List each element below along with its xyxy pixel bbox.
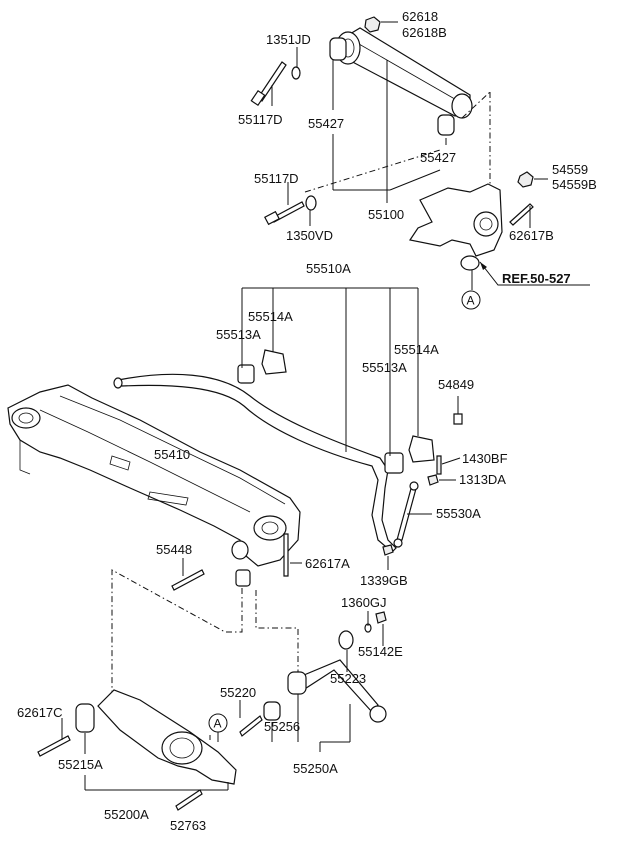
trailing-arm-assembly [250, 16, 473, 226]
stabilizer-bar[interactable] [116, 373, 397, 553]
label-62618B: 62618B [402, 25, 447, 40]
washer-icon[interactable] [338, 630, 354, 650]
bolt-icon[interactable] [453, 413, 463, 425]
nut-icon[interactable] [382, 544, 394, 556]
label-55513A: 55513A [216, 327, 261, 342]
label-55530A: 55530A [436, 506, 481, 521]
knuckle-assembly [409, 171, 590, 290]
label-62617A: 62617A [305, 556, 350, 571]
leader-lines-top [271, 21, 491, 226]
leader-lines-lower [61, 611, 384, 791]
label-55117D: 55117D [238, 112, 283, 127]
label-55510A: 55510A [306, 261, 351, 276]
label-55223: 55223 [330, 671, 366, 686]
bushing-icon[interactable] [75, 703, 95, 733]
bolt-icon[interactable] [264, 201, 305, 226]
bolt-icon[interactable] [171, 569, 205, 591]
pin-icon[interactable] [436, 455, 442, 475]
callout-a-top: A [461, 290, 481, 310]
label-55256: 55256 [264, 719, 300, 734]
label-55220: 55220 [220, 685, 256, 700]
bushing-icon[interactable] [384, 452, 404, 474]
bracket-icon[interactable] [408, 435, 435, 463]
callout-a-bottom-text: A [214, 717, 222, 731]
label-1339GB: 1339GB [360, 573, 408, 588]
bushing-icon[interactable] [437, 114, 455, 136]
nut-icon[interactable] [427, 474, 439, 486]
part-labels: 62618 62618B 1351JD 55117D 55427 55427 5… [17, 9, 597, 833]
reference-label[interactable]: REF.50-527 [502, 271, 571, 286]
washer-icon[interactable] [305, 195, 317, 211]
bushing-icon[interactable] [263, 701, 281, 721]
bolt-icon[interactable] [239, 715, 263, 737]
callout-a-bottom: A [208, 713, 228, 742]
dashed-connectors [111, 569, 299, 700]
nut-icon[interactable] [517, 171, 534, 188]
label-1350VD: 1350VD [286, 228, 333, 243]
bolt-icon[interactable] [509, 203, 534, 226]
bolt-icon[interactable] [283, 533, 289, 577]
label-52763: 52763 [170, 818, 206, 833]
washer-icon[interactable] [291, 66, 301, 80]
bolt-icon[interactable] [175, 789, 203, 811]
bolt-icon[interactable] [37, 735, 71, 757]
label-55514A: 55514A [394, 342, 439, 357]
rear-bushing-housing [451, 93, 473, 119]
label-55117D: 55117D [254, 171, 299, 186]
stabilizer-link[interactable] [396, 484, 418, 541]
label-55514A: 55514A [248, 309, 293, 324]
label-54849: 54849 [438, 377, 474, 392]
label-55427: 55427 [420, 150, 456, 165]
bolt-icon[interactable] [250, 61, 287, 107]
label-1360GJ: 1360GJ [341, 595, 387, 610]
leader-lines-stabilizer [241, 287, 461, 570]
nut-icon[interactable] [375, 611, 387, 624]
subframe[interactable] [7, 384, 301, 567]
label-55250A: 55250A [293, 761, 338, 776]
label-55200A: 55200A [104, 807, 149, 822]
label-55215A: 55215A [58, 757, 103, 772]
bracket-icon[interactable] [261, 349, 287, 375]
label-62617C: 62617C [17, 705, 63, 720]
callout-a-top-text: A [467, 294, 475, 308]
label-55427: 55427 [308, 116, 344, 131]
label-55448: 55448 [156, 542, 192, 557]
stabilizer-assembly [113, 349, 463, 556]
bushing-icon[interactable] [329, 37, 347, 61]
label-54559: 54559 [552, 162, 588, 177]
label-55142E: 55142E [358, 644, 403, 659]
subframe-assembly [7, 384, 302, 591]
lower-arm-assembly [37, 611, 387, 811]
knuckle[interactable] [409, 183, 503, 257]
label-55410: 55410 [154, 447, 190, 462]
nut-icon[interactable] [364, 16, 381, 33]
bushing-icon[interactable] [237, 364, 255, 384]
label-55513A: 55513A [362, 360, 407, 375]
label-1351JD: 1351JD [266, 32, 311, 47]
label-54559B: 54559B [552, 177, 597, 192]
label-55100: 55100 [368, 207, 404, 222]
label-62617B: 62617B [509, 228, 554, 243]
label-1430BF: 1430BF [462, 451, 508, 466]
label-62618: 62618 [402, 9, 438, 24]
label-1313DA: 1313DA [459, 472, 506, 487]
